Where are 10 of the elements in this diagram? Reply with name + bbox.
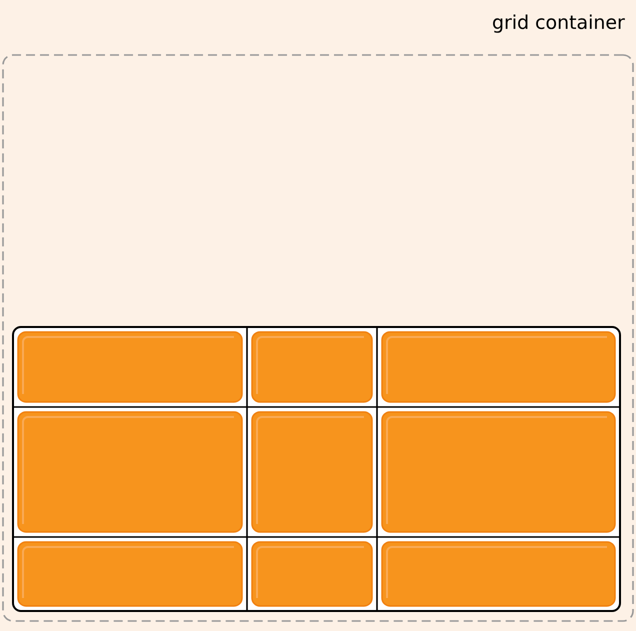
grid-item — [251, 541, 373, 607]
grid-item — [251, 331, 373, 403]
grid-item — [381, 411, 616, 533]
grid-item — [381, 541, 616, 607]
grid-item — [381, 331, 616, 403]
grid-item — [17, 331, 243, 403]
grid-item — [17, 541, 243, 607]
container-label: grid container — [493, 14, 625, 33]
grid-item — [251, 411, 373, 533]
grid-item — [17, 411, 243, 533]
